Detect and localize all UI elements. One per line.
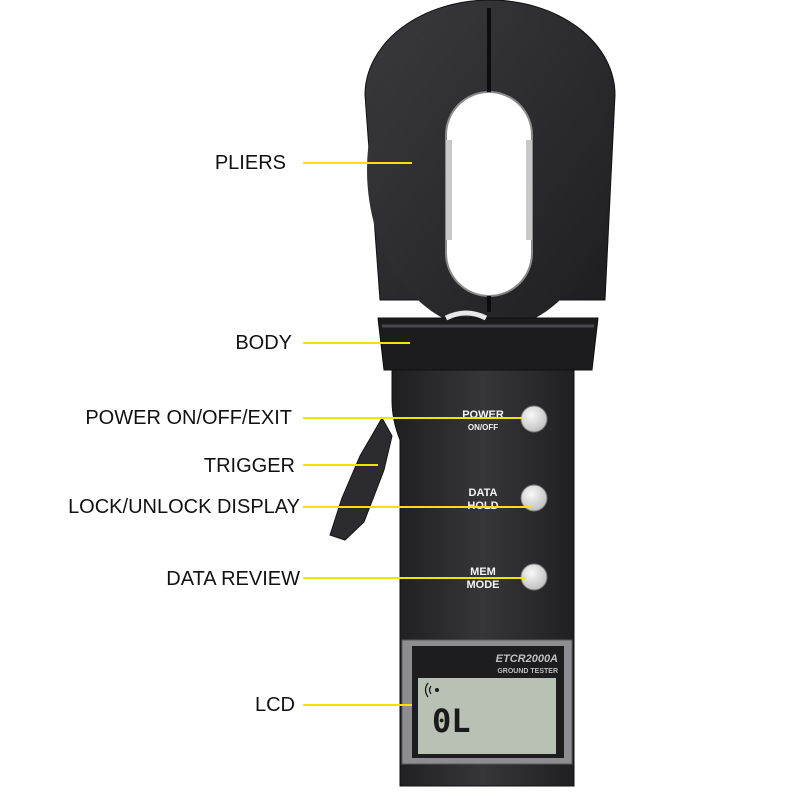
power-button[interactable] bbox=[520, 405, 548, 433]
trigger-lever bbox=[329, 416, 393, 541]
core-right bbox=[526, 140, 532, 240]
core-left bbox=[446, 140, 452, 240]
neck-collar bbox=[377, 317, 599, 371]
label-trigger: TRIGGER bbox=[203, 455, 295, 477]
mem-mode-button-group: MEM MODE bbox=[467, 563, 548, 591]
model-subtitle: GROUND TESTER bbox=[497, 668, 558, 675]
signal-icon bbox=[424, 682, 439, 698]
power-button-label: POWER bbox=[462, 409, 504, 421]
data-hold-button[interactable] bbox=[520, 484, 548, 512]
label-review: DATA REVIEW bbox=[166, 568, 300, 590]
collar-white bbox=[444, 310, 488, 321]
mem-mode-button-sublabel: MODE bbox=[467, 579, 500, 591]
label-body: BODY bbox=[235, 332, 292, 354]
label-lock: LOCK/UNLOCK DISPLAY bbox=[68, 496, 300, 518]
pliers-opening bbox=[445, 91, 533, 297]
model-name: ETCR2000A bbox=[496, 653, 558, 665]
power-button-sublabel: ON/OFF bbox=[468, 423, 498, 432]
lcd-screen bbox=[418, 678, 556, 754]
lcd-reading: 0L bbox=[432, 702, 471, 740]
leader-lines bbox=[303, 162, 532, 706]
data-hold-button-label: DATA bbox=[469, 487, 498, 499]
mem-mode-button-label: MEM bbox=[470, 566, 496, 578]
label-lcd: LCD bbox=[254, 694, 295, 716]
label-pliers: PLIERS bbox=[214, 152, 286, 174]
label-power: POWER ON/OFF/EXIT bbox=[85, 407, 292, 429]
